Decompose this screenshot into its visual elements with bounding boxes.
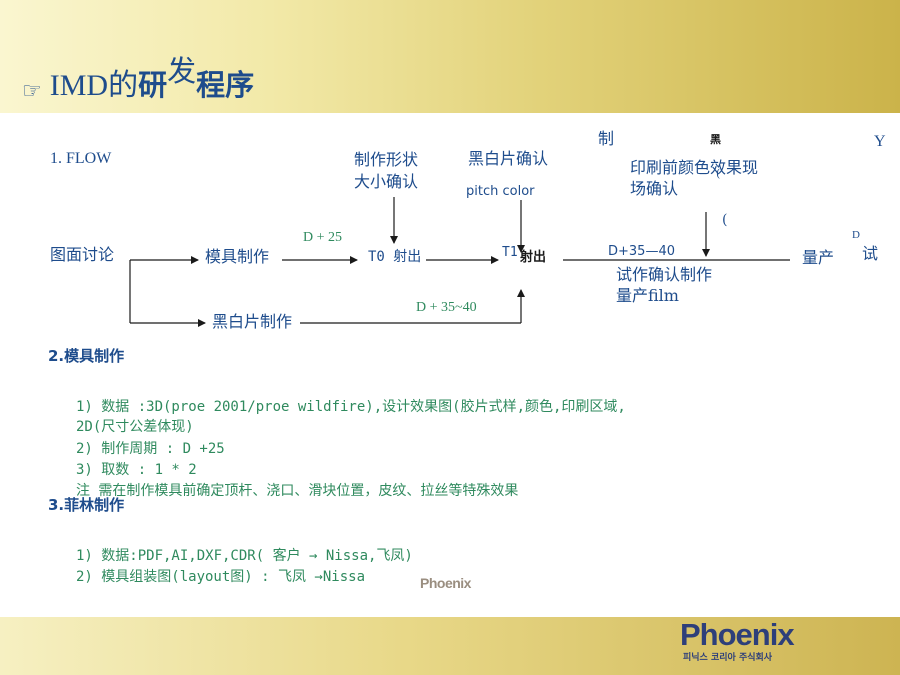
page-title: ☞ IMD的 研 发 程序 [22, 54, 255, 104]
shape-confirm-line2: 大小确认 [354, 172, 419, 191]
title-part3: 程序 [196, 68, 255, 102]
trial-char: 试 [862, 244, 879, 263]
title-raised-char: 发 [167, 54, 197, 88]
mass-label: 量产 [802, 248, 835, 267]
small-paren-2: ( [722, 212, 728, 228]
section2-heading: 2.模具制作 [48, 347, 125, 365]
footer-band [0, 617, 900, 675]
d-small-label: D [852, 229, 860, 241]
flow-heading: 1. FLOW [50, 150, 112, 167]
pointing-hand-icon: ☞ [22, 79, 42, 104]
discuss-label: 图面讨论 [50, 245, 115, 264]
top-zhi-char: 制 [598, 129, 615, 148]
title-prefix: IMD的 [49, 69, 139, 102]
pitch-color-label: pitch color [466, 184, 535, 199]
section2-note: 注 需在制作模具前确定顶杆、浇口、滑块位置，皮纹、拉丝等特殊效果 [76, 483, 519, 499]
d3540-a-label: D+35—40 [608, 244, 675, 259]
phoenix-watermark-logo: Phoenix [420, 575, 471, 591]
print-confirm-line2: 场确认 [630, 179, 679, 198]
section2-line-4: 3) 取数 : 1 * 2 [76, 462, 197, 478]
mass-film-label: 量产film [616, 286, 679, 305]
section2-line-2: 2D(尺寸公差体现) [76, 419, 194, 435]
print-confirm-line1: 印刷前颜色效果现 [630, 158, 759, 177]
section2-line-3: 2) 制作周期 : D +25 [76, 441, 225, 457]
section3-line-1: 1) 数据:PDF,AI,DXF,CDR( 客户 → Nissa,飞凤) [76, 548, 413, 564]
title-part2: 研 [138, 68, 168, 102]
phoenix-logo-subtitle: 피닉스 코리아 주식회사 [683, 653, 773, 663]
d25-label: D + 25 [303, 230, 343, 245]
small-paren-1: ( [716, 167, 721, 180]
top-hei-char: 黑 [710, 133, 721, 146]
section3-heading: 3.菲林制作 [48, 496, 125, 514]
bw-make-label: 黑白片制作 [212, 312, 293, 331]
t1-label: T1 [502, 245, 518, 260]
shape-confirm-line1: 制作形状 [354, 150, 419, 169]
bw-confirm-label: 黑白片确认 [468, 149, 549, 168]
d3540-b-label: D + 35~40 [416, 300, 477, 315]
section2-line-1: 1) 数据 :3D(proe 2001/proe wildfire),设计效果图… [76, 399, 626, 415]
t1-shot-label: 射出 [520, 250, 547, 265]
t0-shot-label: T0 射出 [368, 249, 422, 265]
top-y-char: Y [874, 133, 886, 150]
phoenix-logo-word: Phoenix [680, 617, 795, 652]
mold-make-label: 模具制作 [205, 247, 270, 266]
header-band [0, 0, 900, 113]
phoenix-logo: Phoenix 피닉스 코리아 주식회사 [680, 617, 795, 663]
trial-confirm-label: 试作确认制作 [616, 265, 713, 284]
section3-line-2: 2) 模具组装图(layout图) : 飞凤 →Nissa [76, 569, 366, 585]
